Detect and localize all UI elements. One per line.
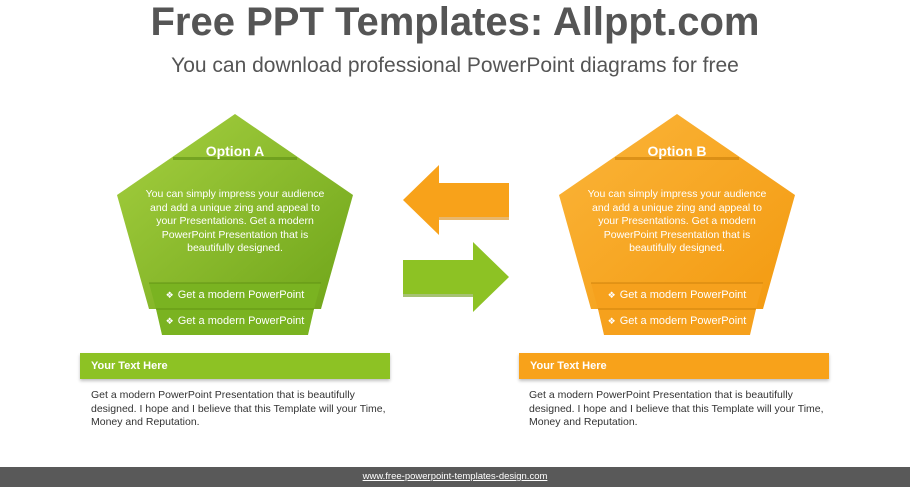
option-b-body: You can simply impress your audience and… [587,188,767,254]
bullet-text: Get a modern PowerPoint [619,289,747,301]
pentagon-b-shape [559,114,795,335]
option-a-bullet-2: ❖Get a modern PowerPoint [115,315,355,327]
diamond-bullet-icon: ❖ [607,290,616,300]
bullet-text: Get a modern PowerPoint [177,315,305,327]
arrow-left-icon [403,165,509,235]
diamond-bullet-icon: ❖ [607,316,616,326]
pentagon-a-shape [117,114,353,335]
option-b-title: Option B [647,143,707,159]
page-subtitle: You can download professional PowerPoint… [171,54,739,77]
diamond-bullet-icon: ❖ [165,316,174,326]
option-a-body: You can simply impress your audience and… [145,188,325,254]
option-b-bullet-2: ❖Get a modern PowerPoint [557,315,797,327]
option-a-bullet-1: ❖Get a modern PowerPoint [115,289,355,301]
pentagon-option-a: Option A You can simply impress your aud… [115,113,355,335]
pentagon-option-b: Option B You can simply impress your aud… [557,113,797,335]
arrow-right-icon [403,242,509,312]
bullet-text: Get a modern PowerPoint [177,289,305,301]
bullet-text: Get a modern PowerPoint [619,315,747,327]
panel-right-heading: Your Text Here [519,353,829,379]
option-b-bullet-1: ❖Get a modern PowerPoint [557,289,797,301]
page-title: Free PPT Templates: Allppt.com [150,0,760,44]
footer-link[interactable]: www.free-powerpoint-templates-design.com [362,471,548,482]
option-a-title: Option A [205,143,265,159]
panel-right-text: Get a modern PowerPoint Presentation tha… [529,389,824,428]
panel-left-text: Get a modern PowerPoint Presentation tha… [91,389,386,428]
panel-left-heading: Your Text Here [80,353,390,379]
diamond-bullet-icon: ❖ [165,290,174,300]
footer-bar: www.free-powerpoint-templates-design.com [0,467,910,487]
